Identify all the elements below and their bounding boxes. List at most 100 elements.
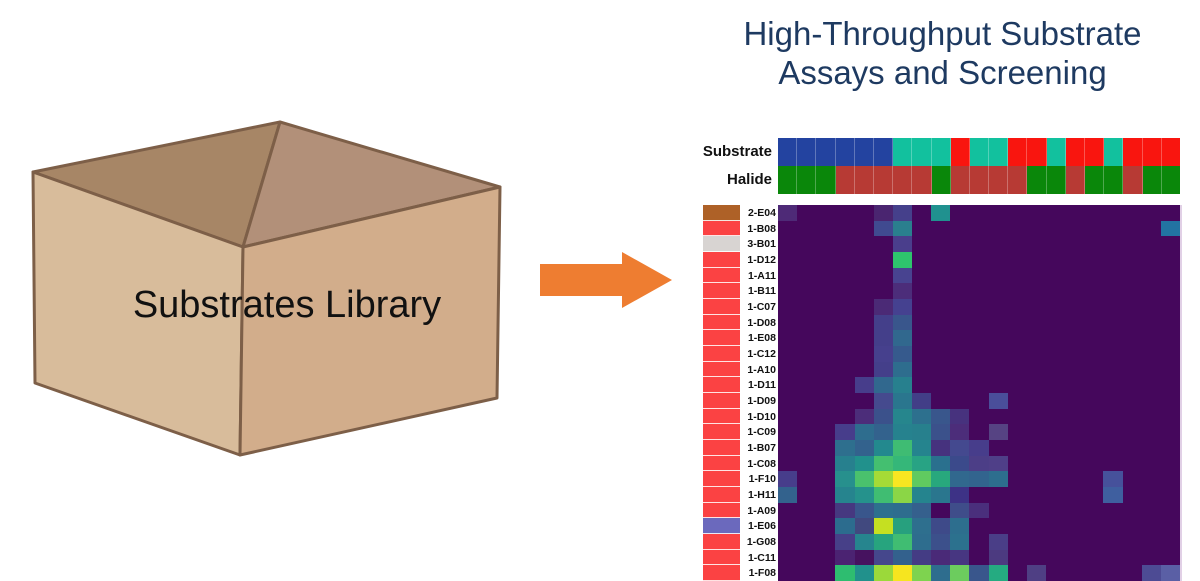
heatmap-cell bbox=[835, 393, 855, 409]
substrate-annotation-label: Substrate bbox=[702, 143, 772, 160]
substrate-category-cell bbox=[931, 138, 951, 166]
heatmap-cell bbox=[835, 220, 855, 237]
heatmap-cell bbox=[1007, 393, 1027, 409]
heatmap-cell bbox=[950, 314, 970, 331]
heatmap-cell bbox=[1007, 424, 1027, 440]
heatmap-cell bbox=[1065, 393, 1085, 409]
heatmap-cell bbox=[1065, 220, 1085, 237]
heatmap-cell bbox=[816, 299, 836, 315]
heatmap-cell bbox=[778, 565, 798, 581]
heatmap-cell bbox=[1084, 440, 1104, 456]
heatmap-cell bbox=[1160, 314, 1180, 331]
heatmap-cell bbox=[873, 502, 893, 519]
heatmap-cell bbox=[988, 314, 1008, 331]
heatmap-cell bbox=[1122, 393, 1142, 409]
heatmap-cell bbox=[988, 236, 1008, 252]
heatmap-cell bbox=[931, 549, 951, 566]
heatmap-cell bbox=[1084, 361, 1104, 378]
heatmap-cell bbox=[911, 267, 932, 284]
heatmap-cell bbox=[1026, 565, 1046, 581]
heatmap-cell bbox=[931, 393, 951, 409]
heatmap-cell bbox=[816, 440, 836, 456]
heatmap-cell bbox=[854, 299, 874, 315]
heatmap-cell bbox=[1007, 502, 1027, 519]
heatmap-cell bbox=[778, 518, 798, 534]
heatmap-cell bbox=[1160, 346, 1180, 362]
heatmap-cell bbox=[797, 330, 817, 346]
heatmap-cell bbox=[1045, 283, 1066, 299]
row-group-cell bbox=[703, 408, 740, 425]
heatmap-cell bbox=[816, 534, 836, 550]
heatmap-cell bbox=[969, 299, 989, 315]
substrate-category-cell bbox=[893, 138, 913, 166]
heatmap-cell bbox=[797, 534, 817, 550]
row-group-cell bbox=[703, 471, 740, 488]
heatmap-cell bbox=[778, 424, 798, 440]
heatmap-cell bbox=[854, 455, 874, 472]
heatmap-cell bbox=[1065, 377, 1085, 393]
heatmap-cell bbox=[950, 534, 970, 550]
heatmap-cell bbox=[1084, 565, 1104, 581]
heatmap-cell bbox=[1026, 502, 1046, 519]
heatmap-cell bbox=[873, 377, 893, 393]
heatmap-cell bbox=[1103, 455, 1123, 472]
heatmap-row-label: 1-E08 bbox=[747, 332, 776, 345]
heatmap-cell bbox=[1141, 408, 1161, 425]
right-arrow-icon bbox=[540, 252, 672, 308]
heatmap-cell bbox=[892, 565, 912, 581]
heatmap-cell bbox=[873, 236, 893, 252]
heatmap-cell bbox=[892, 534, 912, 550]
heatmap-cell bbox=[816, 565, 836, 581]
heatmap-cell bbox=[1065, 283, 1085, 299]
heatmap-cell bbox=[1026, 393, 1046, 409]
heatmap-row-color-sidebar bbox=[703, 205, 740, 581]
heatmap-cell bbox=[1065, 471, 1085, 487]
heatmap-row-label: 1-D10 bbox=[747, 410, 776, 423]
heatmap-cell bbox=[950, 361, 970, 378]
heatmap-cell bbox=[1026, 299, 1046, 315]
halide-category-cell bbox=[893, 166, 913, 194]
heatmap-cell bbox=[950, 471, 970, 487]
heatmap-cell bbox=[1065, 424, 1085, 440]
heatmap-cell bbox=[1007, 377, 1027, 393]
heatmap-cell bbox=[1065, 549, 1085, 566]
heatmap-cell bbox=[1045, 549, 1066, 566]
heatmap-cell bbox=[1007, 471, 1027, 487]
figure-title-line2: Assays and Screening bbox=[778, 54, 1107, 91]
row-group-cell bbox=[703, 377, 740, 394]
heatmap-cell bbox=[892, 393, 912, 409]
heatmap-cell bbox=[1045, 471, 1066, 487]
heatmap-cell bbox=[1084, 455, 1104, 472]
heatmap-cell bbox=[911, 502, 932, 519]
heatmap-cell bbox=[1122, 346, 1142, 362]
heatmap-cell bbox=[778, 534, 798, 550]
heatmap-cell bbox=[1141, 330, 1161, 346]
heatmap-cell bbox=[931, 314, 951, 331]
heatmap-cell bbox=[1103, 299, 1123, 315]
heatmap-cell bbox=[835, 440, 855, 456]
heatmap-cell bbox=[1141, 283, 1161, 299]
halide-annotation-label: Halide bbox=[726, 171, 772, 188]
heatmap-cell bbox=[1122, 252, 1142, 268]
heatmap-row-label: 1-D12 bbox=[747, 253, 776, 266]
heatmap-row-label: 1-H11 bbox=[747, 488, 776, 501]
heatmap-cell bbox=[1103, 393, 1123, 409]
heatmap-cell bbox=[1045, 205, 1066, 221]
heatmap-cell bbox=[1103, 205, 1123, 221]
heatmap-cell bbox=[1103, 471, 1123, 487]
heatmap-cell bbox=[797, 299, 817, 315]
heatmap-cell bbox=[988, 346, 1008, 362]
heatmap-cell bbox=[1007, 565, 1027, 581]
heatmap-cell bbox=[1045, 361, 1066, 378]
substrate-category-cell bbox=[835, 138, 855, 166]
heatmap-cell bbox=[854, 267, 874, 284]
heatmap-cell bbox=[1084, 549, 1104, 566]
heatmap-cell bbox=[797, 393, 817, 409]
heatmap-cell bbox=[1007, 487, 1027, 503]
heatmap-cell bbox=[1045, 487, 1066, 503]
heatmap-cell bbox=[816, 252, 836, 268]
substrate-category-cell bbox=[797, 138, 817, 166]
heatmap-cell bbox=[950, 346, 970, 362]
heatmap-cell bbox=[835, 518, 855, 534]
heatmap-cell bbox=[816, 424, 836, 440]
